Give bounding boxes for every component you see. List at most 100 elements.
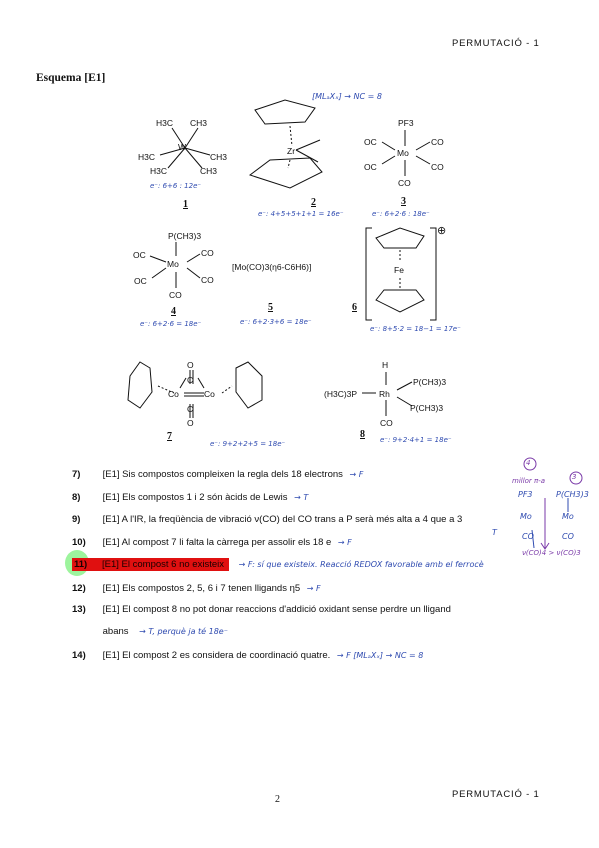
question-13-cont: abans → T, perquè ja té 18e⁻ [72,626,228,637]
compound-6-drawing [365,227,437,321]
question-11: 11) [E1] El compost 6 no existeix → F: sí… [72,558,484,571]
section-title: Esquema [E1] [36,72,106,84]
question-answer: → F [306,584,321,593]
footer-label: PERMUTACIÓ - 1 [452,789,540,800]
question-10: 10) [E1] Al compost 7 li falta la càrreg… [72,537,352,548]
question-text: [E1] Al compost 7 li falta la càrrega pe… [102,537,332,548]
question-number: 9) [72,514,81,525]
question-text: [E1] El compost 8 no pot donar reaccions… [102,604,451,615]
question-answer: → F [337,538,352,547]
c4-co2: CO [201,248,214,258]
c4-note: e⁻: 6+2·6 = 18e⁻ [140,320,202,328]
c8-right-ligand-2: P(CH3)3 [410,403,444,413]
question-text: [E1] Els compostos 2, 5, 6 i 7 tenen lli… [102,583,301,594]
question-8: 8) [E1] Els compostos 1 i 2 són àcids de… [72,492,308,503]
c7-co-right: Co [204,389,215,399]
c1-h3c-b: H3C [138,152,156,162]
c8-note: e⁻: 9+2·4+1 = 18e⁻ [380,436,452,444]
c6-note: e⁻: 8+5·2 = 18−1 = 17e⁻ [370,325,461,333]
c8-left-ligand: (H3C)3P [324,389,358,399]
c1-h3c-c: H3C [150,166,168,176]
c3-co4: CO [431,162,444,172]
c1-ch3-b: CH3 [210,152,228,162]
question-number: 13) [72,604,86,615]
margin-mo-1: Mo [520,512,532,521]
question-number: 7) [72,469,81,480]
question-answer: → T, perquè ja té 18e⁻ [139,627,228,636]
c5-note: e⁻: 6+2·3+6 = 18e⁻ [240,318,312,326]
question-9-answer: T [492,528,497,537]
c4-co1: OC [133,250,146,260]
question-number: 8) [72,492,81,503]
c3-pf3: PF3 [398,118,414,128]
c8-right-ligand-1: P(CH3)3 [413,377,447,387]
c3-metal: Mo [397,148,409,158]
c4-co4: CO [201,275,214,285]
page-number: 2 [275,794,280,805]
compound-7-drawing [127,361,263,418]
question-answer: → F [MLₐXₓ] → NC = 8 [336,651,424,660]
c8-metal: Rh [379,389,390,399]
c7-number: 7 [167,431,172,442]
c7-note: e⁻: 9+2+2+5 = 18e⁻ [210,440,286,448]
question-13: 13) [E1] El compost 8 no pot donar reacc… [72,604,451,615]
question-14: 14) [E1] El compost 2 es considera de co… [72,650,423,661]
c7-co-left: Co [168,389,179,399]
c2-metal: Zr [287,146,296,156]
question-text-continued: abans [102,626,129,637]
c5-number: 5 [268,302,273,313]
margin-num-4: 4 [526,459,531,467]
question-number: 14) [72,650,86,661]
question-text: [E1] Sis compostos compleixen la regla d… [102,469,343,480]
c8-number: 8 [360,429,365,440]
question-number: 12) [72,583,86,594]
c5-formula: [Mo(CO)3(η6-C6H6)] [232,262,312,272]
c3-co2: CO [431,137,444,147]
c2-number: 2 [311,197,316,208]
c4-co3: OC [134,276,147,286]
compound-3-drawing [381,130,431,176]
question-9: 9) [E1] A l'IR, la freqüència de vibraci… [72,514,462,525]
question-text: [E1] El compost 6 no existeix [102,559,224,570]
c1-note: e⁻: 6+6 : 12e⁻ [150,182,202,190]
c3-co1: OC [364,137,377,147]
question-12: 12) [E1] Els compostos 2, 5, 6 i 7 tenen… [72,583,321,594]
c6-number: 6 [352,302,357,313]
c7-o-top: O [187,360,194,370]
margin-mo-2: Mo [562,512,574,521]
margin-pf3: PF3 [518,490,533,499]
question-text: [E1] A l'IR, la freqüència de vibració ν… [102,514,463,525]
compound-8-drawing [362,372,413,416]
compound-2-drawing [248,99,323,189]
c8-co: CO [380,418,393,428]
question-7: 7) [E1] Sis compostos compleixen la regl… [72,469,363,480]
question-answer: → F: sí que existeix. Reacció REDOX favo… [238,560,484,569]
question-answer: → T [294,493,309,502]
c3-note: e⁻: 6+2·6 : 18e⁻ [372,210,430,218]
question-number: 11) [74,559,88,570]
margin-pme3: P(CH3)3 [556,490,589,499]
margin-co-1: CO [522,532,534,541]
c1-metal: W [178,142,187,152]
margin-arrow [523,457,583,550]
c1-ch3-c: CH3 [200,166,218,176]
c6-metal: Fe [394,265,404,275]
c1-number: 1 [183,199,188,210]
margin-co-2: CO [562,532,574,541]
c3-co3: OC [364,162,377,172]
question-text: [E1] El compost 2 es considera de coordi… [102,650,331,661]
margin-compare: ν(CO)4 > ν(CO)3 [522,549,581,557]
c2-top-note: [MLₐXₓ] → NC = 8 [312,92,383,101]
c4-metal: Mo [167,259,179,269]
compound-1-drawing [159,127,211,169]
question-text: [E1] Els compostos 1 i 2 són àcids de Le… [102,492,288,503]
c7-o-bot: O [187,418,194,428]
c4-pme3: P(CH3)3 [168,231,202,241]
c2-note: e⁻: 4+5+5+1+1 = 16e⁻ [258,210,344,218]
c1-ch3-a: CH3 [190,118,208,128]
c1-h3c-a: H3C [156,118,174,128]
margin-num-3: 3 [572,473,577,481]
c7-c-bot: C [187,404,194,414]
c4-number: 4 [171,306,176,317]
